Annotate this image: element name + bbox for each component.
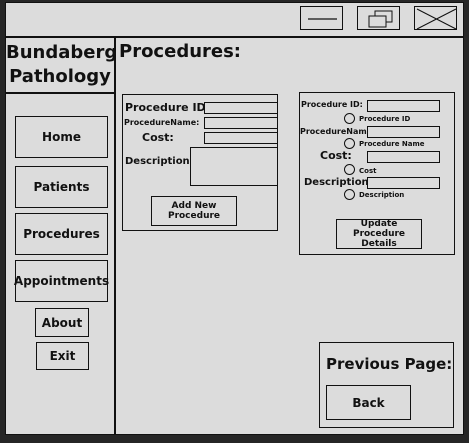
previous-page-panel: Previous Page: Back xyxy=(319,342,454,428)
radio-procedure-name-label: Procedure Name xyxy=(359,140,425,148)
nav-patients-button[interactable]: Patients xyxy=(15,166,108,208)
add-procedure-panel: Procedure ID: ProcedureName: Cost: Descr… xyxy=(122,94,278,231)
nav-appointments-button[interactable]: Appointments xyxy=(14,260,109,302)
exit-button[interactable]: Exit xyxy=(36,342,89,370)
sidebar: Bundaberg Pathology Home Patients Proced… xyxy=(6,38,118,434)
update-procedure-id-label: Procedure ID: xyxy=(301,100,363,109)
previous-page-title: Previous Page: xyxy=(326,355,453,373)
add-cost-label: Cost: xyxy=(142,131,174,144)
radio-procedure-id-label: Procedure ID xyxy=(359,115,411,123)
close-icon xyxy=(416,8,457,30)
add-procedure-name-input[interactable] xyxy=(204,117,278,129)
minimize-icon xyxy=(308,18,337,20)
radio-cost[interactable] xyxy=(344,164,355,175)
update-procedure-id-input[interactable] xyxy=(367,100,440,112)
update-button-line-2: Details xyxy=(361,239,397,249)
title-bar xyxy=(6,3,463,38)
add-procedure-id-input[interactable] xyxy=(204,102,278,114)
radio-description[interactable] xyxy=(344,189,355,200)
brand-title: Bundaberg Pathology xyxy=(6,38,118,94)
add-button-line-1: Add New xyxy=(171,201,217,211)
minimize-button[interactable] xyxy=(300,6,343,30)
page-title: Procedures: xyxy=(119,41,242,62)
back-button[interactable]: Back xyxy=(326,385,411,420)
update-button-line-1: Update Procedure xyxy=(352,219,406,239)
update-cost-label: Cost: xyxy=(320,149,352,162)
update-cost-input[interactable] xyxy=(367,151,440,163)
radio-description-label: Description xyxy=(359,191,405,199)
add-procedure-id-label: Procedure ID: xyxy=(125,101,211,114)
restore-icon xyxy=(368,10,393,28)
add-description-input[interactable] xyxy=(190,147,278,186)
restore-button[interactable] xyxy=(357,6,400,30)
nav-procedures-button[interactable]: Procedures xyxy=(15,213,108,255)
radio-procedure-name[interactable] xyxy=(344,138,355,149)
nav-home-button[interactable]: Home xyxy=(15,116,108,158)
add-description-label: Description: xyxy=(125,156,194,167)
update-description-input[interactable] xyxy=(367,177,440,189)
radio-procedure-id[interactable] xyxy=(344,113,355,124)
add-cost-input[interactable] xyxy=(204,132,278,144)
update-procedure-name-label: ProcedureName: xyxy=(300,127,376,136)
brand-line-1: Bundaberg xyxy=(6,42,118,63)
app-window: Bundaberg Pathology Home Patients Proced… xyxy=(5,2,464,435)
update-procedure-name-input[interactable] xyxy=(367,126,440,138)
radio-cost-label: Cost xyxy=(359,167,377,175)
add-new-procedure-button[interactable]: Add New Procedure xyxy=(151,196,237,226)
update-procedure-button[interactable]: Update Procedure Details xyxy=(336,219,422,249)
about-button[interactable]: About xyxy=(35,308,89,337)
add-button-line-2: Procedure xyxy=(167,211,221,221)
brand-line-2: Pathology xyxy=(9,66,111,87)
update-procedure-panel: Procedure ID: Procedure ID ProcedureName… xyxy=(299,92,455,255)
close-button[interactable] xyxy=(414,6,457,30)
add-procedure-name-label: ProcedureName: xyxy=(124,118,200,127)
update-description-label: Description: xyxy=(304,177,373,188)
